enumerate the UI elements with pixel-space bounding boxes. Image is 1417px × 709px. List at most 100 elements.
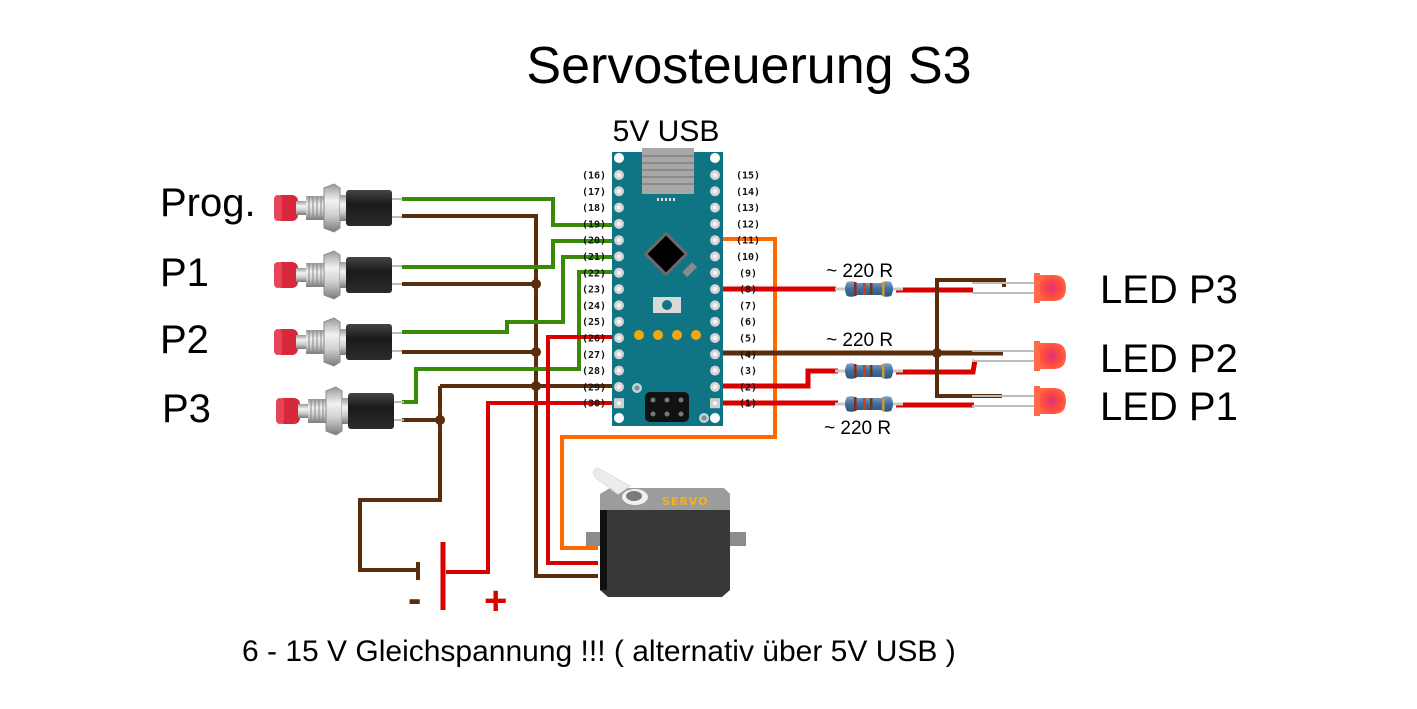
junctions: [435, 279, 942, 425]
pin-label-left: (30): [582, 399, 606, 410]
pin-label-left: (23): [582, 285, 606, 296]
resistor-label-p1: ~ 220 R: [824, 418, 891, 439]
pin-label-right: (2): [739, 382, 757, 393]
pushbutton-p2: [273, 317, 403, 367]
pin-label-right: (14): [736, 187, 760, 198]
pushbutton-p1: [273, 250, 403, 300]
pin-label-right: (13): [736, 203, 760, 214]
pin-label-left: (20): [582, 236, 606, 247]
led-wire-p2-in: [717, 368, 838, 389]
pushbuttons: [273, 183, 405, 436]
pushbutton-p3: [275, 386, 405, 436]
junction-dot: [531, 279, 541, 289]
button-label-p2: P2: [160, 318, 209, 362]
servo-signal-wire: [560, 237, 777, 550]
led-label-p3: LED P3: [1100, 268, 1238, 312]
icsp-header: [645, 392, 689, 422]
pin-hole-center: [616, 270, 622, 275]
pin-label-left: (27): [582, 350, 606, 361]
footer-note: 6 - 15 V Gleichspannung !!! ( alternativ…: [242, 635, 956, 668]
pin-label-right: (6): [739, 317, 757, 328]
pin-labels: (16) (17) (18) (19) (20) (21) (22) (23) (24) (25)…: [582, 171, 760, 410]
pin-hole-center: [712, 205, 718, 210]
pin-hole-center: [616, 205, 622, 210]
pin-hole-center: [712, 335, 718, 341]
junction-dot: [531, 381, 541, 391]
arduino-nano-board: [612, 148, 723, 426]
power-wire-supply: [446, 401, 622, 574]
pin-hole-center: [712, 368, 718, 373]
pin-label-right: (4): [739, 350, 757, 361]
pin-hole-center: [712, 384, 718, 390]
pin-hole-center: [616, 319, 622, 324]
signal-wire-p2: [402, 255, 622, 334]
button-label-prog: Prog.: [160, 181, 256, 225]
pin-hole-center: [616, 172, 622, 178]
pin-label-right: (7): [739, 301, 757, 312]
button-label-p3: P3: [162, 387, 211, 431]
pin-hole-center: [616, 286, 622, 292]
supply-plus-sign: +: [484, 579, 507, 623]
wires: [358, 197, 1006, 578]
signal-wire-p1: [402, 239, 622, 269]
pin-label-right: (9): [739, 268, 757, 279]
pin-hole-center: [616, 401, 622, 406]
board-pcb: [612, 152, 723, 426]
ground-wire-supply: [358, 386, 442, 572]
pin-label-right: (15): [736, 171, 760, 182]
pin-label-right: (3): [739, 366, 757, 377]
servo-horn: [592, 467, 631, 495]
pin-hole-center: [712, 401, 718, 406]
led-label-p1: LED P1: [1100, 385, 1238, 429]
pin-label-left: (19): [582, 219, 606, 230]
pin-hole-center: [712, 319, 718, 324]
pushbutton-prog: [273, 183, 403, 233]
pin-label-right: (11): [736, 236, 760, 247]
ground-wire-main: [402, 214, 598, 578]
pin-label-left: (29): [582, 382, 606, 393]
led-ground-bus: [935, 278, 1006, 398]
pin-label-left: (21): [582, 252, 606, 263]
diagram-title: Servosteuerung S3: [526, 37, 971, 95]
power-wire-servo: [546, 335, 622, 565]
pin-hole-center: [712, 254, 718, 259]
pin-hole-center: [616, 335, 622, 341]
pin-hole-center: [712, 221, 718, 227]
pin-hole-center: [712, 286, 718, 292]
resistor-p2: [833, 361, 905, 381]
led-p2: [971, 340, 1067, 372]
pin-label-left: (18): [582, 203, 606, 214]
pin-label-left: (16): [582, 171, 606, 182]
usb-label: 5V USB: [613, 115, 720, 148]
pin-label-left: (25): [582, 317, 606, 328]
pin-hole-center: [712, 352, 718, 357]
pin-label-right: (5): [739, 334, 757, 345]
pin-hole-center: [712, 172, 718, 178]
pin-hole-center: [712, 303, 718, 308]
pin-label-left: (28): [582, 366, 606, 377]
pin-hole-center: [616, 238, 622, 243]
pin-label-right: (1): [739, 399, 757, 410]
resistor-label-p3: ~ 220 R: [826, 261, 893, 282]
pin-hole-center: [616, 368, 622, 373]
signal-wire-prog: [402, 197, 622, 227]
pin-hole-center: [616, 352, 622, 357]
pin-hole-center: [712, 270, 718, 275]
resistor-p1: [833, 394, 905, 414]
pin-hole-center: [712, 238, 718, 243]
pin-hole-center: [616, 189, 622, 194]
pin-hole-center: [712, 189, 718, 194]
pin-hole-center: [616, 254, 622, 259]
pin-headers: [614, 170, 720, 409]
servo-motor: SERVO: [586, 467, 746, 597]
pin-label-left: (22): [582, 268, 606, 279]
resistor-label-p2: ~ 220 R: [826, 330, 893, 351]
led-p1: [971, 385, 1067, 417]
junction-dot: [531, 347, 541, 357]
led-p3: [971, 272, 1067, 304]
pin-label-left: (24): [582, 301, 606, 312]
supply-minus-sign: -: [408, 577, 421, 621]
junction-dot: [435, 415, 445, 425]
pin-label-left: (17): [582, 187, 606, 198]
